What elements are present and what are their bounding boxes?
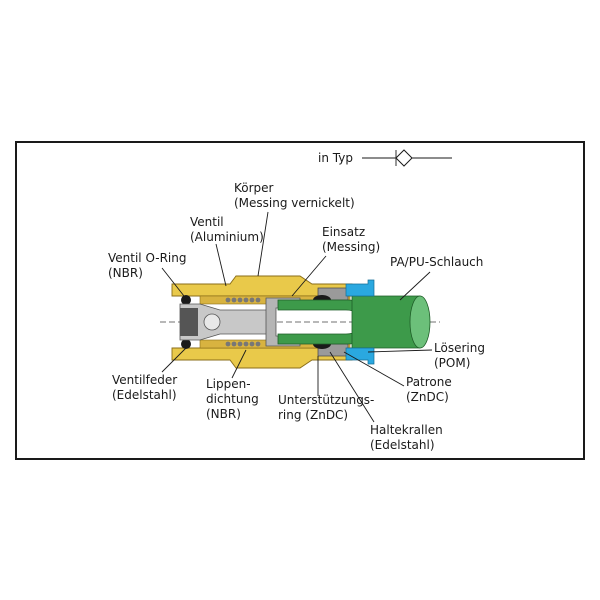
- label-patrone: Patrone (ZnDC): [406, 375, 456, 404]
- check-valve-symbol: [362, 149, 452, 167]
- label-ventil: Ventil (Aluminium): [190, 215, 264, 244]
- label-unterstuetzungsring: Unterstützungs- ring (ZnDC): [278, 393, 378, 422]
- label-koerper: Körper (Messing vernickelt): [234, 181, 355, 210]
- leader-lines: [161, 211, 433, 423]
- label-loesering: Lösering (POM): [434, 341, 489, 370]
- release-ring: [345, 279, 375, 365]
- label-haltekrallen: Haltekrallen (Edelstahl): [370, 423, 447, 452]
- label-lippendichtung: Lippen- dichtung (NBR): [206, 377, 263, 421]
- label-einsatz: Einsatz (Messing): [322, 225, 380, 254]
- hose: [277, 295, 431, 349]
- legend-label: in Typ: [318, 151, 353, 165]
- label-schlauch: PA/PU-Schlauch: [390, 255, 483, 269]
- label-ventil-oring: Ventil O-Ring (NBR): [108, 251, 190, 280]
- valve-oring-top: [181, 295, 191, 305]
- valve: [179, 303, 273, 341]
- label-ventilfeder: Ventilfeder (Edelstahl): [112, 373, 181, 402]
- valve-oring-bottom: [181, 339, 191, 349]
- valve-spring: [225, 297, 261, 347]
